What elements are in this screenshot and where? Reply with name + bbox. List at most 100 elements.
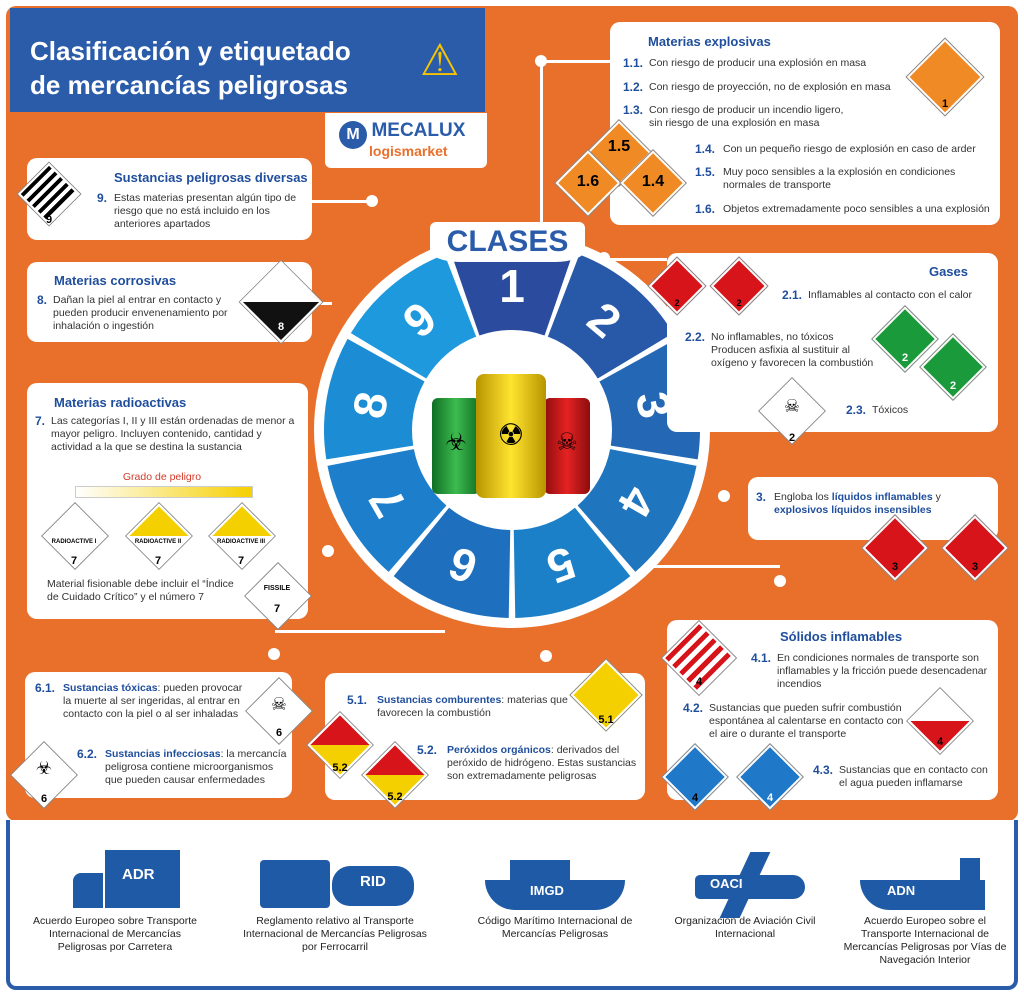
connector-1 [540,60,543,240]
connector-4 [600,565,780,568]
panel-diversas: Sustancias peligrosas diversas 9.Estas m… [27,158,312,240]
wheel-segment-class-9 [350,254,477,379]
item-1-1: 1.1.Con riesgo de producir una explosión… [623,57,918,70]
item-text: : pueden provocar la muerte al ser inger… [63,682,243,720]
adr-code: ADR [122,866,155,883]
label-8-num: 8 [277,321,285,333]
item-text: Las categorías I, II y III están ordenad… [51,415,295,453]
item-text: y [932,491,941,503]
item-number: 1.4. [695,142,716,156]
page-title-line2: de mercancías peligrosas [30,70,348,100]
item-1-3: 1.3.Con riesgo de producir un incendio l… [623,104,853,130]
item-9: 9.Estas materias presentan algún tipo de… [97,192,302,231]
connector-8 [312,302,332,305]
item-text: Con riesgo de producir un incendio liger… [649,104,844,129]
label-2-num: 2 [788,432,796,444]
label-6-num: 6 [275,727,283,739]
radioactive-II-text: RADIOACTIVE II [134,539,182,545]
rid-code: RID [360,873,386,890]
item-number: 7. [35,414,46,428]
item-6-1: 6.1.Sustancias tóxicas: pueden provocar … [35,682,245,721]
item-text: En condiciones normales de transporte so… [777,652,988,690]
oaci-code: OACI [710,876,743,891]
wheel-segment-class-1 [450,242,574,336]
wheel-segment-class-6 [393,507,511,618]
yellow-barrel-radioactive: ☢ [476,374,546,498]
adn-description: Acuerdo Europeo sobre el Transporte Inte… [843,915,1007,966]
item-text: Objetos extremadamente poco sensibles a … [723,203,990,215]
item-highlight: Peróxidos orgánicos [447,744,551,756]
item-text: Engloba los [774,491,832,503]
barge-icon: ADN [840,840,1010,915]
fissile-note: Material fisionable debe incluir el “Índ… [47,578,234,603]
item-number: 1.6. [695,202,716,216]
label-4-num: 4 [691,792,699,804]
label-3-num: 3 [971,561,979,573]
item-2-1: 2.1.Inflamables al contacto con el calor [782,289,992,302]
transport-oaci: OACI Organización de Aviación Civil Inte… [670,840,820,941]
radioactive-I-text: RADIOACTIVE I [51,539,97,545]
item-text: Con riesgo de producir una explosión en … [649,57,867,69]
item-number: 2.3. [846,403,867,417]
label-4-num: 4 [936,736,944,748]
transport-rid: RID Reglamento relativo al Transporte In… [240,840,430,954]
danger-gradient-bar [75,486,253,498]
item-5-2: 5.2.Peróxidos orgánicos: derivados del p… [417,744,642,783]
item-4-2: 4.2.Sustancias que pueden sufrir combust… [683,702,908,741]
truck-icon: ADR [30,840,200,915]
transport-regulations-strip: ADR Acuerdo Europeo sobre Transporte Int… [6,820,1018,990]
item-4-1: 4.1. En condiciones normales de transport… [751,652,991,691]
item-highlight: Sustancias infecciosas [105,748,221,760]
label-5-2-num: 5.2 [332,762,348,774]
item-number: 5.1. [347,693,368,707]
gases-title: Gases [928,264,968,279]
connector-1h [540,60,612,63]
label-1-5-num: 1.5 [607,138,631,155]
item-1-5: 1.5.Muy poco sensibles a la explosión en… [695,166,975,192]
item-number: 2.1. [782,288,803,302]
item-4-3: 4.3. Sustancias que en contacto con el ag… [813,764,993,790]
item-text: No inflamables, no tóxicos Producen asfi… [711,331,874,369]
item-highlight: líquidos inflamables [831,491,933,503]
item-number: 2.2. [685,330,706,344]
item-number: 4.3. [813,763,834,777]
panel-liquidos: 3.Engloba los líquidos inflamables y exp… [748,477,998,540]
radioactive-III-num: 7 [237,555,245,567]
item-text: Con riesgo de proyección, no de explosió… [649,81,891,93]
wheel-segment-class-2 [547,254,674,379]
explosivas-title: Materias explosivas [648,34,771,49]
radioactive-II-num: 7 [154,555,162,567]
item-number: 4.1. [751,651,772,665]
item-2-2: 2.2. No inflamables, no tóxicos Producen … [685,331,880,370]
clases-banner: CLASES [430,222,585,262]
connector-2 [605,258,667,261]
item-3: 3.Engloba los líquidos inflamables y exp… [756,491,991,517]
imgd-code: IMGD [530,883,564,898]
item-number: 4.2. [683,701,704,715]
logo-sub: logismarket [369,143,448,159]
item-1-6: 1.6. Objetos extremadamente poco sensible… [695,203,995,216]
barrels-illustration: ☣ ☠ ☢ [430,372,600,502]
connector-dot-3 [718,490,730,502]
radioactivas-title: Materias radioactivas [54,395,187,410]
item-1-2: 1.2.Con riesgo de proyección, no de expl… [623,81,923,94]
wheel-segment-class-4 [577,449,697,572]
green-barrel-biohazard: ☣ [432,398,480,494]
transport-adr: ADR Acuerdo Europeo sobre Transporte Int… [30,840,200,954]
item-text: : la mercancía peligrosa contiene microo… [105,748,287,786]
connector-dot-4 [774,575,786,587]
label-9-num: 9 [45,214,53,226]
item-text: Estas materias presentan algún tipo de r… [114,192,297,230]
item-number: 6.1. [35,681,56,695]
item-text: Sustancias que en contacto con el agua p… [839,764,988,789]
red-barrel-toxic: ☠ [544,398,590,494]
item-1-4: 1.4.Con un pequeño riesgo de explosión e… [695,143,995,156]
connector-9 [312,200,372,203]
transport-adn: ADN Acuerdo Europeo sobre el Transporte … [840,840,1010,967]
item-text: Tóxicos [872,404,909,416]
wheel-class-number: 1 [499,260,525,312]
item-number: 1.5. [695,165,716,179]
skull-icon: ☠ [270,694,288,714]
item-2-3: 2.3. Tóxicos [846,404,946,417]
page-title-line1: Clasificación y etiquetado [30,36,351,66]
